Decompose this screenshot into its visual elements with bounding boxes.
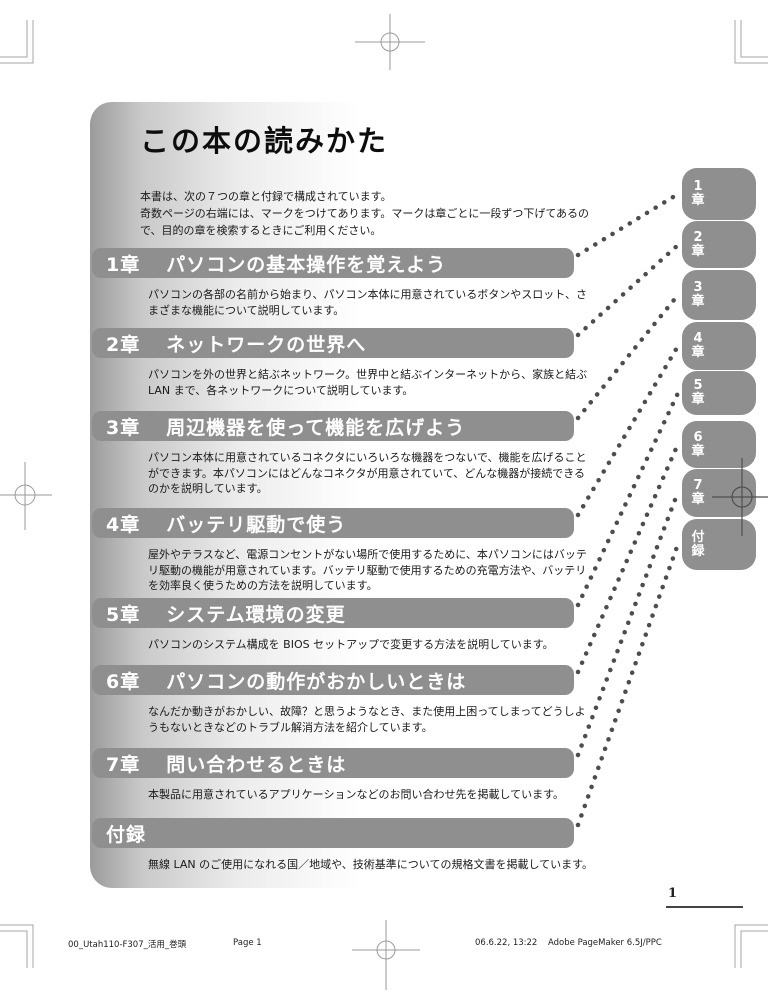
side-tab-label: 3章 [691,280,705,309]
side-tab-3: 3章 [682,270,756,320]
side-tab-4: 4章 [682,322,756,370]
chapter-title: システム環境の変更 [166,603,346,626]
appendix-label: 付録 [106,823,147,846]
page-number: 1 [668,886,678,901]
chapter-title: ネットワークの世界へ [166,333,367,356]
chapter-heading-bar: 7章 問い合わせるときは [92,748,574,778]
chapter-description: 本製品に用意されているアプリケーションなどのお問い合わせ先を掲載しています。 [148,788,565,801]
chapter-number: 3章 [106,416,141,439]
side-tab-label: 2章 [691,229,705,259]
chapter-heading-bar: 4章 バッテリ駆動で使う [92,508,574,538]
chapter-heading-bar: 6章 パソコンの動作がおかしいときは [92,665,574,695]
chapter-description: なんだか動きがおかしい、故障？と思うようなとき、また使用上困ってしまってどうしよ… [148,705,586,734]
chapter-heading-bar: 3章 周辺機器を使って機能を広げよう [92,411,574,441]
appendix-description: 無線 LAN のご使用になれる国／地域や、技術基準についての規格文書を掲載してい… [148,858,594,871]
side-tab-2: 2章 [682,221,756,268]
intro-text: 本書は、次の７つの章と付録で構成されています。 奇数ページの右端には、マークをつ… [140,190,590,237]
footer-filename: 00_Utah110-F307_活用_巻頭 [68,940,187,950]
side-tab-label: 6章 [691,429,705,459]
chapter-number: 7章 [106,753,141,776]
side-tab-5: 5章 [682,371,756,415]
chapter-title: バッテリ駆動で使う [166,513,347,536]
appendix-heading-bar: 付録 [92,818,574,848]
side-tab-7: 7章 [682,469,756,517]
side-tab-1: 1章 [682,168,756,220]
chapter-description: パソコンの各部の名前から始まり、パソコン本体に用意されているボタンやスロット、さ… [148,288,588,317]
chapter-title: 周辺機器を使って機能を広げよう [166,416,466,439]
footer-datetime: 06.6.22, 13:22 [475,938,538,948]
chapter-heading-bar: 1章 パソコンの基本操作を覚えよう [92,248,574,278]
chapter-section-3: 3章 周辺機器を使って機能を広げよう パソコン本体に用意されているコネクタにいろ… [92,411,586,497]
appendix-section: 付録 無線 LAN のご使用になれる国／地域や、技術基準についての規格文書を掲載… [92,818,593,873]
chapter-number: 2章 [106,333,141,356]
chapter-section-1: 1章 パソコンの基本操作を覚えよう パソコンの各部の名前から始まり、パソコン本体… [92,248,587,318]
side-tab-label: 5章 [691,378,705,407]
chapter-title: 問い合わせるときは [166,753,347,776]
chapter-number: 1章 [106,253,141,276]
registration-mark-top [355,14,425,70]
footer-page-label: Page 1 [233,938,262,948]
chapter-title: パソコンの動作がおかしいときは [166,670,467,693]
chapter-heading-bar: 5章 システム環境の変更 [92,598,574,628]
chapter-section-4: 4章 バッテリ駆動で使う 屋外やテラスなど、電源コンセントがない場所で使用するた… [92,508,587,594]
chapter-section-7: 7章 問い合わせるときは 本製品に用意されているアプリケーションなどのお問い合わ… [92,748,574,803]
side-tab-label: 1章 [691,179,705,208]
side-tab-6: 6章 [682,421,756,468]
chapter-section-2: 2章 ネットワークの世界へ パソコンを外の世界と結ぶネットワーク。世界中と結ぶイ… [92,328,587,398]
side-tab-label: 7章 [691,478,705,507]
side-tab-label: 4章 [691,331,705,360]
chapter-title: パソコンの基本操作を覚えよう [166,253,447,276]
registration-mark-bottom [352,920,420,990]
chapter-section-5: 5章 システム環境の変更 パソコンのシステム構成を BIOS セットアップで変更… [92,598,574,653]
chapter-description: パソコンのシステム構成を BIOS セットアップで変更する方法を説明しています。 [148,638,554,651]
chapter-number: 6章 [106,670,141,693]
crop-mark-bottom-right [734,924,768,968]
footer-application: Adobe PageMaker 6.5J/PPC [548,938,662,948]
crop-mark-top-left [0,20,34,64]
chapter-description: 屋外やテラスなど、電源コンセントがない場所で使用するために、本パソコンにはバッテ… [148,548,587,592]
chapter-description: パソコンを外の世界と結ぶネットワーク。世界中と結ぶインターネットから、家族と結ぶ… [148,368,588,397]
chapter-number: 5章 [106,603,141,626]
side-tab-label: 付録 [691,529,705,559]
chapter-number: 4章 [106,513,141,536]
registration-mark-left [0,462,52,530]
chapter-heading-bar: 2章 ネットワークの世界へ [92,328,574,358]
chapter-section-6: 6章 パソコンの動作がおかしいときは なんだか動きがおかしい、故障？と思うような… [92,665,586,735]
side-tab-appendix: 付録 [682,519,756,570]
crop-mark-bottom-left [0,924,34,968]
page-number-rule [666,906,743,908]
page-title: この本の読みかた [140,124,389,158]
crop-mark-top-right [734,20,768,64]
chapter-description: パソコン本体に用意されているコネクタにいろいろな機器をつないで、機能を広げること… [148,451,587,495]
